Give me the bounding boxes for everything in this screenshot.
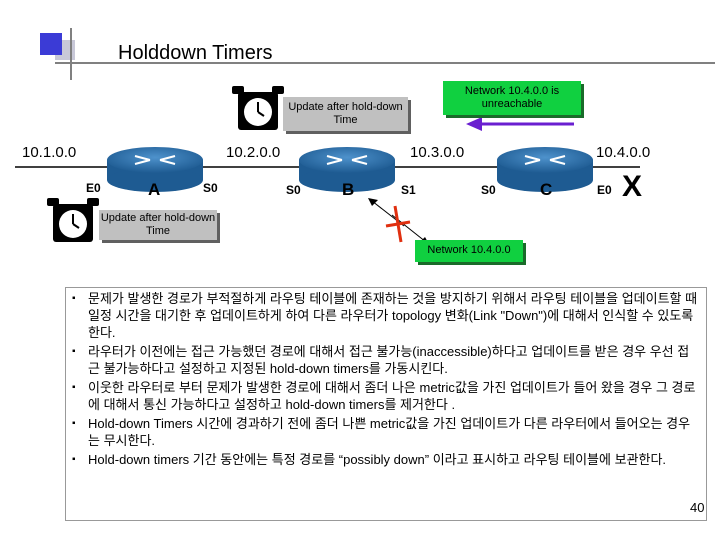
update-box-left: Update after hold-down Time bbox=[99, 210, 217, 240]
bullet-list-box: 문제가 발생한 경로가 부적절하게 라우팅 테이블에 존재하는 것을 방지하기 … bbox=[65, 287, 707, 521]
network-label: 10.4.0.0 bbox=[596, 144, 650, 161]
network-label: 10.2.0.0 bbox=[226, 144, 280, 161]
bullet-item: Hold-down timers 기간 동안에는 특정 경로를 “possibl… bbox=[72, 451, 700, 468]
network-box: Network 10.4.0.0 bbox=[415, 240, 523, 262]
interface-label: S0 bbox=[286, 183, 301, 197]
unreachable-box: Network 10.4.0.0 is unreachable bbox=[443, 81, 581, 115]
network-label: 10.3.0.0 bbox=[410, 144, 464, 161]
router-name-a: A bbox=[148, 180, 160, 200]
interface-label: S0 bbox=[481, 183, 496, 197]
router-name-c: C bbox=[540, 180, 552, 200]
link-failure-icon bbox=[368, 198, 430, 246]
bullet-item: Hold-down Timers 시간에 경과하기 전에 좀더 나쁜 metri… bbox=[72, 415, 700, 449]
clock-icon-left bbox=[47, 198, 99, 242]
bullet-item: 라우터가 이전에는 접근 가능했던 경로에 대해서 접근 불가능(inacces… bbox=[72, 343, 700, 377]
network-label: 10.1.0.0 bbox=[22, 144, 76, 161]
router-name-b: B bbox=[342, 180, 354, 200]
clock-icon-top bbox=[232, 86, 284, 130]
interface-label: S0 bbox=[203, 181, 218, 195]
interface-label: E0 bbox=[597, 183, 612, 197]
unreachable-x-mark: X bbox=[622, 170, 642, 204]
interface-label: E0 bbox=[86, 181, 101, 195]
update-box-top: Update after hold-down Time bbox=[283, 97, 408, 131]
bullet-item: 문제가 발생한 경로가 부적절하게 라우팅 테이블에 존재하는 것을 방지하기 … bbox=[72, 290, 700, 341]
update-direction-arrow bbox=[466, 117, 574, 131]
interface-label: S1 bbox=[401, 183, 416, 197]
bullet-item: 이웃한 라우터로 부터 문제가 발생한 경로에 대해서 좀더 나은 metric… bbox=[72, 379, 700, 413]
page-number: 40 bbox=[690, 500, 704, 515]
